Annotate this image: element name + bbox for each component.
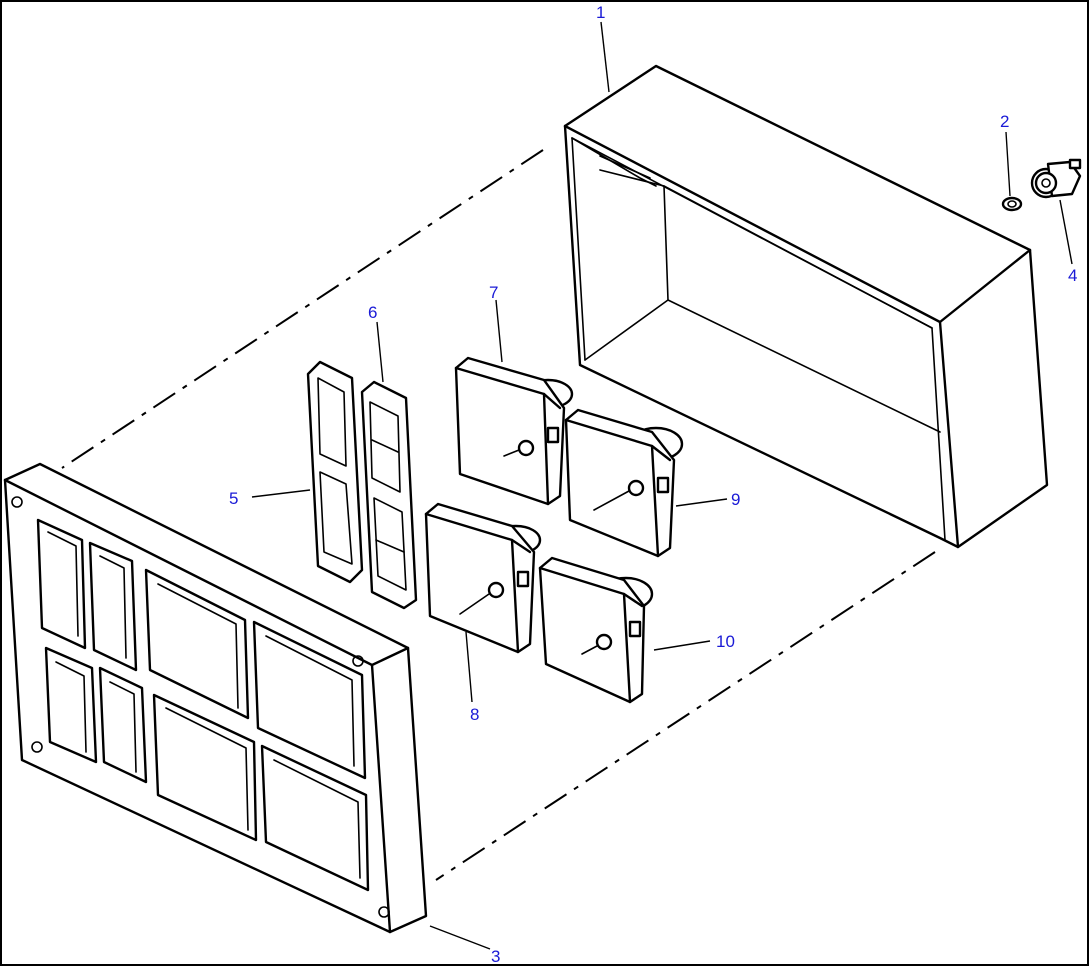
- callout-6: 6: [368, 303, 377, 322]
- callout-5: 5: [229, 489, 238, 508]
- part-1-housing: [563, 64, 1049, 549]
- callout-2: 2: [1000, 112, 1009, 131]
- callout-9: 9: [731, 490, 740, 509]
- part-7-gauge: [454, 356, 574, 506]
- callout-3: 3: [491, 947, 500, 966]
- part-5-lens: [306, 360, 364, 584]
- callout-1: 1: [596, 3, 605, 22]
- part-6-lens: [360, 380, 418, 610]
- part-10-gauge: [538, 556, 654, 704]
- assembly-centerlines: [61, 149, 936, 881]
- part-9-gauge: [564, 408, 684, 558]
- callout-10: 10: [716, 632, 735, 651]
- part-2-washer: [1001, 196, 1023, 212]
- part-3-bezel: [3, 462, 428, 934]
- callout-7: 7: [489, 283, 498, 302]
- part-4-socket: [1030, 158, 1082, 199]
- part-8-gauge: [424, 502, 542, 654]
- callout-labels: 1 2 3 4 5 6 7 8 9 10: [229, 3, 1077, 966]
- leader-lines: [251, 21, 1073, 950]
- callout-4: 4: [1068, 266, 1077, 285]
- callout-8: 8: [470, 705, 479, 724]
